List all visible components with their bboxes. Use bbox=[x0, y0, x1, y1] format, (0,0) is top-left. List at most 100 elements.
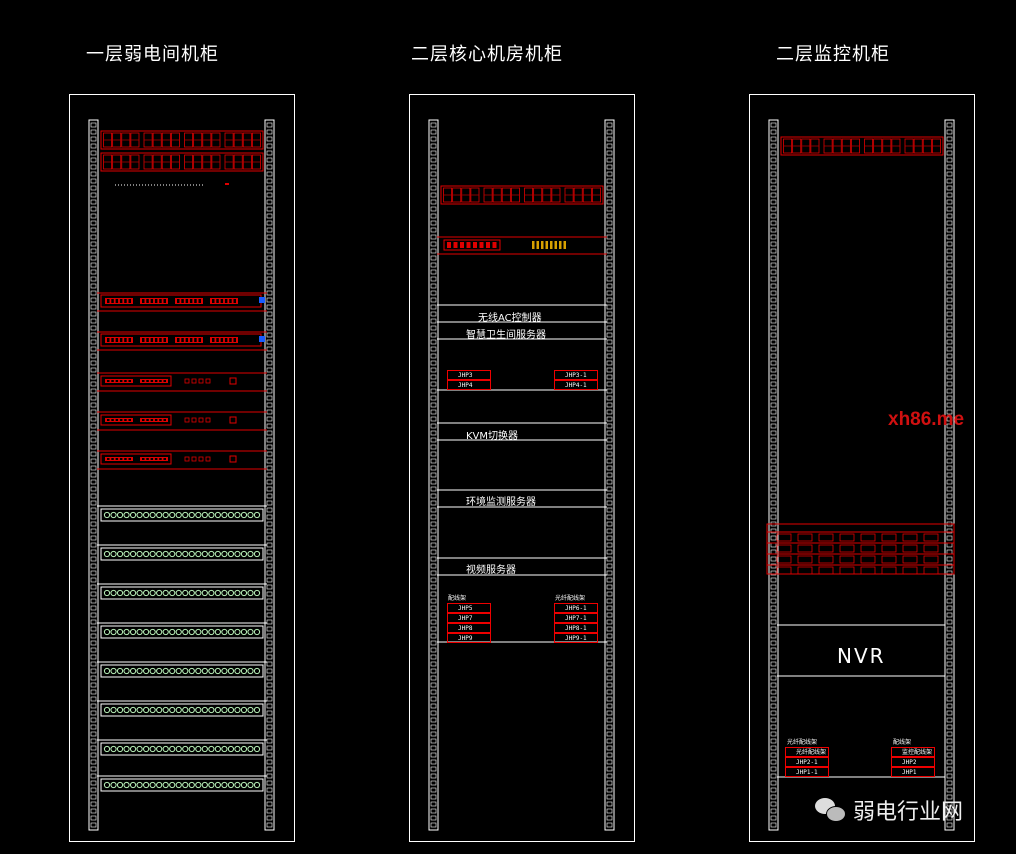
cab1-right-rail-hole bbox=[266, 353, 273, 359]
cab3-right-rail-hole bbox=[946, 395, 953, 401]
cab3-right-rail-hole bbox=[946, 766, 953, 772]
cab1-left-rail-hole bbox=[90, 633, 97, 639]
cab3-switch-port bbox=[923, 566, 939, 575]
cab1-left-rail-hole bbox=[90, 304, 97, 310]
cab2-left-rail-hole bbox=[430, 689, 437, 695]
cab1-access-switch-1-port bbox=[154, 380, 158, 382]
cab2-fiber-panel-port bbox=[573, 187, 583, 203]
cab3-left-rail-hole bbox=[770, 241, 777, 247]
cab2-right-rail-hole bbox=[606, 731, 613, 737]
cab1-patch-panel-5-port bbox=[110, 667, 117, 675]
cab1-fiber-panel-2-port bbox=[170, 154, 180, 170]
cab3-right-rail-hole bbox=[946, 689, 953, 695]
cab1-left-rail-hole bbox=[90, 465, 97, 471]
cab2-right-rail-hole bbox=[606, 794, 613, 800]
cab1-right-rail-hole bbox=[266, 437, 273, 443]
cab2-left-rail-hole bbox=[430, 521, 437, 527]
cab3-left-rail-hole bbox=[770, 129, 777, 135]
cab1-fiber-panel-1-port bbox=[233, 132, 243, 148]
cab1-patch-panel-1-port bbox=[208, 511, 215, 519]
cab3-left-rail-hole bbox=[770, 584, 777, 590]
cab3-fiber-panel bbox=[780, 136, 944, 156]
cab1-patch-panel-2-port bbox=[214, 550, 221, 558]
cab1-left-rail-hole bbox=[90, 409, 97, 415]
cab2-left-rail-hole bbox=[430, 493, 437, 499]
cab2-tag-jhp7: JHP7 bbox=[447, 613, 491, 623]
cab1-access-switch-3 bbox=[100, 453, 172, 465]
cab1-right-rail-hole bbox=[266, 598, 273, 604]
cab2-right-rail-hole bbox=[606, 514, 613, 520]
cab1-core-switch-2-port bbox=[181, 338, 184, 342]
cab2-left-rail-hole bbox=[430, 717, 437, 723]
cab1-left-rail-hole bbox=[90, 640, 97, 646]
cab1-core-switch-1-port bbox=[119, 299, 123, 303]
cab1-left-rail-hole bbox=[90, 234, 97, 240]
cab3-right-rail-hole bbox=[946, 822, 953, 828]
cab1-left-rail-hole bbox=[90, 577, 97, 583]
cab3-right-rail bbox=[944, 119, 955, 831]
cab3-left-rail-hole bbox=[770, 542, 777, 548]
cab1-right-rail-hole bbox=[266, 780, 273, 786]
cab1-patch-panel-4-port bbox=[162, 628, 169, 636]
cab1-right-rail-hole bbox=[266, 542, 273, 548]
cab1-left-rail-hole bbox=[90, 696, 97, 702]
cab1-patch-panel-3-port bbox=[123, 589, 130, 597]
cab1-patch-panel-2-port bbox=[247, 550, 254, 558]
cab1-right-rail-hole bbox=[266, 150, 273, 156]
cab1-fiber-panel-2-port bbox=[152, 154, 162, 170]
cab1-patch-panel-7-port bbox=[240, 745, 248, 753]
cab1-right-rail-hole bbox=[266, 157, 273, 163]
cab3-switch-port bbox=[860, 544, 876, 553]
cab3-left-rail-hole bbox=[770, 787, 777, 793]
cab1-right-rail-hole bbox=[266, 682, 273, 688]
cab1-patch-panel-8-port bbox=[136, 781, 143, 789]
cab1-right-rail-hole bbox=[266, 759, 273, 765]
cab1-right-rail-hole bbox=[266, 556, 273, 562]
cab1-fiber-panel-1-port bbox=[112, 132, 122, 148]
cab1-right-rail-hole bbox=[266, 325, 273, 331]
cab2-left-rail-hole bbox=[430, 395, 437, 401]
cab2-left-rail-hole bbox=[430, 192, 437, 198]
cab1-patch-panel-4-port bbox=[123, 628, 130, 636]
cabinet2-frame bbox=[409, 94, 635, 842]
cab3-left-rail-hole bbox=[770, 766, 777, 772]
nvr-label: NVR bbox=[837, 644, 886, 668]
cab1-patch-panel-3-port bbox=[227, 589, 235, 597]
cab2-right-rail-hole bbox=[606, 689, 613, 695]
cab1-fiber-panel-1-port bbox=[121, 132, 131, 148]
cab1-fiber-panel-1-port bbox=[152, 132, 162, 148]
cab1-patch-panel-1-port bbox=[162, 511, 169, 519]
cab1-patch-panel-6-port bbox=[234, 706, 241, 714]
cab2-fiber-panel-port bbox=[533, 187, 543, 203]
cab2-right-rail-hole bbox=[606, 528, 613, 534]
cab1-left-rail-hole bbox=[90, 381, 97, 387]
cab3-right-rail-hole bbox=[946, 192, 953, 198]
cab1-right-rail-hole bbox=[266, 416, 273, 422]
cab3-left-rail-hole bbox=[770, 311, 777, 317]
cab2-right-rail-hole bbox=[606, 773, 613, 779]
cab1-patch-panel-2-port bbox=[221, 550, 228, 558]
cab3-tag-jhp2: JHP2 bbox=[891, 757, 935, 767]
cab1-left-rail-hole bbox=[90, 122, 97, 128]
cab1-patch-panel-6-port bbox=[208, 706, 215, 714]
cab1-fiber-panel-1-port bbox=[130, 132, 140, 148]
cab3-switch-port bbox=[797, 555, 813, 564]
cab1-right-rail-hole bbox=[266, 241, 273, 247]
cab1-access-port bbox=[229, 416, 237, 424]
cab2-left-rail-hole bbox=[430, 549, 437, 555]
cab1-left-rail-hole bbox=[90, 178, 97, 184]
cab2-right-rail bbox=[604, 119, 615, 831]
cab1-patch-panel-4-port bbox=[201, 628, 208, 636]
cab1-right-rail-hole bbox=[266, 486, 273, 492]
cab1-core-switch-2-port bbox=[198, 338, 201, 342]
cab1-access-switch-1 bbox=[100, 375, 172, 387]
cab2-router-port bbox=[447, 242, 451, 248]
cab3-right-rail-hole bbox=[946, 444, 953, 450]
cab2-right-rail-hole bbox=[606, 598, 613, 604]
cab1-patch-panel-5-port bbox=[195, 667, 202, 675]
cab3-left-rail-hole bbox=[770, 633, 777, 639]
cab1-left-rail-hole bbox=[90, 570, 97, 576]
cab1-patch-panel-1-port bbox=[234, 511, 241, 519]
cab1-core-switch-1-port bbox=[150, 299, 154, 303]
cab1-left-rail-hole bbox=[90, 724, 97, 730]
